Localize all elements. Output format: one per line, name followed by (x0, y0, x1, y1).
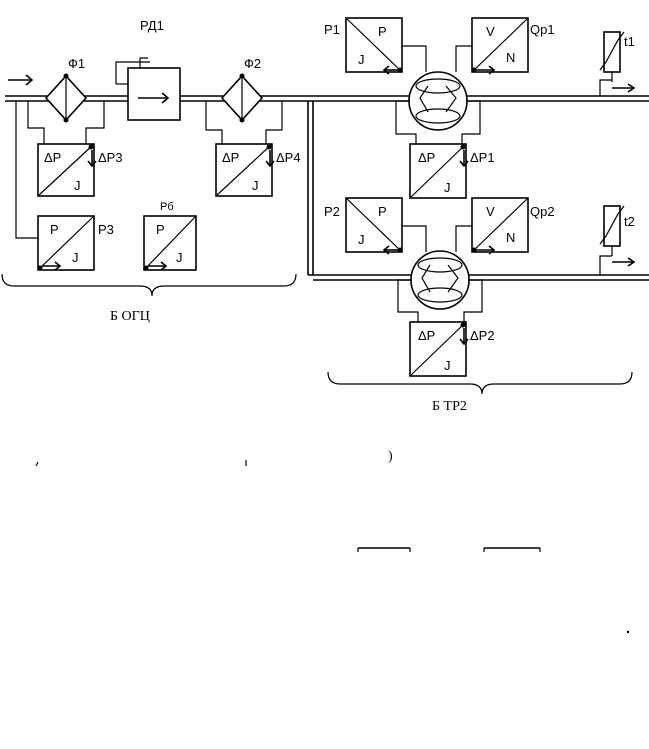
qp1-bottom: N (506, 50, 515, 65)
label-p-baro: Рб (160, 201, 174, 213)
main-pipe (5, 95, 649, 102)
dp4-bottom: J (252, 178, 259, 193)
label-p2: Р2 (324, 204, 340, 219)
sensor-dp2 (397, 279, 483, 377)
filter-f2 (220, 73, 264, 123)
label-qp1: Qp1 (530, 22, 555, 37)
sensor-qp1 (455, 17, 529, 75)
sensor-dp3 (27, 101, 105, 197)
sensor-p1 (345, 17, 427, 75)
mark-dot (626, 630, 630, 634)
p1-bottom: J (358, 52, 365, 67)
label-rd1: РД1 (140, 18, 164, 33)
mark-left (35, 461, 39, 467)
dp3-bottom: J (74, 178, 81, 193)
branch-pipe-2 (308, 274, 649, 281)
qp1-top: V (486, 24, 495, 39)
thermosensor-t2 (599, 205, 636, 275)
label-t1: t1 (624, 34, 635, 49)
caption-block-right: Б ТР2 (432, 399, 467, 414)
p3-bottom: J (72, 250, 79, 265)
label-t2: t2 (624, 214, 635, 229)
dp3-top: ΔP (44, 150, 61, 165)
sensor-p-baro (143, 215, 197, 271)
sensor-p2 (345, 197, 427, 255)
flowmeter-1 (408, 71, 468, 131)
label-f1: Ф1 (68, 56, 85, 71)
dp2-top: ΔP (418, 328, 435, 343)
caption-paren: ) (388, 449, 393, 464)
label-p3: Р3 (98, 222, 114, 237)
sensor-qp2 (455, 197, 529, 255)
brace-left-block (1, 273, 297, 297)
dp1-top: ΔP (418, 150, 435, 165)
p2-top: P (378, 204, 387, 219)
brace-right-block (327, 371, 633, 395)
dp4-top: ΔP (222, 150, 239, 165)
qp2-bottom: N (506, 230, 515, 245)
filter-f1 (44, 73, 88, 123)
caption-block-left: Б ОГЦ (110, 309, 150, 324)
thermosensor-t1 (599, 31, 636, 96)
p1-top: P (378, 24, 387, 39)
label-p1: Р1 (324, 22, 340, 37)
label-f2: Ф2 (244, 56, 261, 71)
p2-bottom: J (358, 232, 365, 247)
qp2-top: V (486, 204, 495, 219)
dp1-bottom: J (444, 180, 451, 195)
sensor-p3 (15, 101, 95, 271)
p-baro-bottom: J (176, 250, 183, 265)
label-dp1: ΔP1 (470, 150, 495, 165)
fragment-box-2 (483, 547, 541, 552)
flowmeter-2 (410, 250, 470, 310)
sensor-dp1 (395, 100, 481, 199)
label-qp2: Qp2 (530, 204, 555, 219)
p-baro-top: P (156, 222, 165, 237)
inlet-arrow-icon (8, 74, 34, 86)
label-dp3: ΔP3 (98, 150, 123, 165)
fragment-box-1 (357, 547, 411, 552)
p3-top: P (50, 222, 59, 237)
label-dp2: ΔP2 (470, 328, 495, 343)
dp2-bottom: J (444, 358, 451, 373)
regulator-rd1 (115, 57, 181, 121)
riser-pipe (307, 101, 314, 275)
label-dp4: ΔP4 (276, 150, 301, 165)
sensor-dp4 (205, 101, 283, 197)
